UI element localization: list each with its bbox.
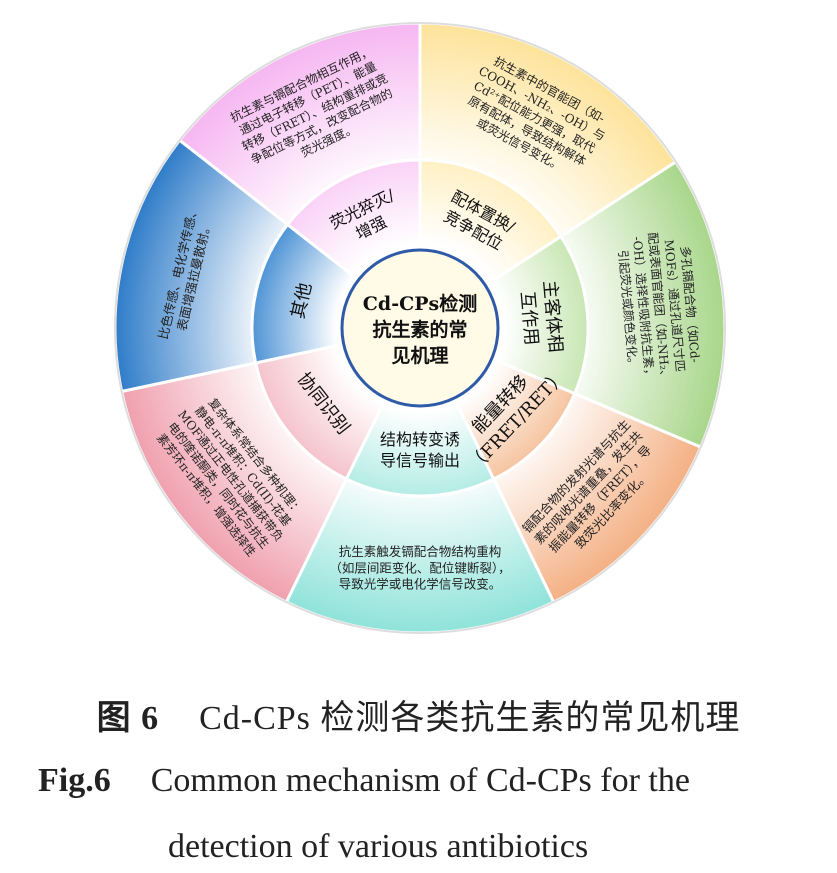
center-circle bbox=[340, 248, 500, 408]
outer-text-ligand-exchange: 抗生素中的官能团（如-COOH、-NH₂、-OH）与Cd²⁺配位能力更强，取代原… bbox=[466, 53, 608, 174]
caption-en-text-2: detection of various antibiotics bbox=[168, 828, 589, 865]
inner-label-host-guest-line: 互作用 bbox=[516, 291, 542, 347]
caption-english: Fig.6 Common mechanism of Cd-CPs for the bbox=[0, 762, 837, 800]
inner-label-structural-transformation-line: 导信号输出 bbox=[380, 451, 460, 470]
inner-label-structural-transformation-line: 结构转变诱 bbox=[380, 430, 460, 449]
outer-text-host-guest: 多孔镉配合物（如Cd-MOFs）通过孔道尺寸匹配或表面官能团（如-NH₂、-OH… bbox=[616, 232, 703, 383]
inner-ring bbox=[250, 158, 590, 498]
center-title-line: 见机理 bbox=[391, 345, 448, 367]
caption-english-line2: detection of various antibiotics bbox=[0, 828, 837, 866]
caption-en-label: Fig.6 bbox=[38, 762, 111, 799]
caption-cn-text: Cd-CPs 检测各类抗生素的常见机理 bbox=[199, 700, 741, 737]
mechanism-wheel-diagram: 抗生素中的官能团（如-COOH、-NH₂、-OH）与Cd²⁺配位能力更强，取代原… bbox=[113, 21, 727, 635]
center-title-line: 抗生素的常 bbox=[372, 318, 467, 341]
outer-text-structural-transformation: 抗生素触发镉配合物结构重构（如层间距变化、配位键断裂）， 导致光学或电化学信号改变… bbox=[329, 544, 510, 592]
outer-rim bbox=[114, 22, 726, 634]
caption-cn-label: 图 6 bbox=[96, 700, 160, 737]
outer-text-structural-transformation-line: （如层间距变化、配位键断裂）， bbox=[329, 560, 510, 575]
caption-en-text-1: Common mechanism of Cd-CPs for the bbox=[150, 762, 690, 799]
center-title-line: Cd-CPs检测 bbox=[363, 292, 477, 315]
outer-ring bbox=[113, 21, 727, 635]
caption-chinese: 图 6 Cd-CPs 检测各类抗生素的常见机理 bbox=[0, 690, 837, 739]
center-title: Cd-CPs检测抗生素的常见机理 bbox=[363, 292, 477, 367]
outer-text-structural-transformation-line: 导致光学或电化学信号改变。 bbox=[339, 577, 502, 592]
outer-text-structural-transformation-line: 抗生素触发镉配合物结构重构 bbox=[339, 544, 502, 559]
